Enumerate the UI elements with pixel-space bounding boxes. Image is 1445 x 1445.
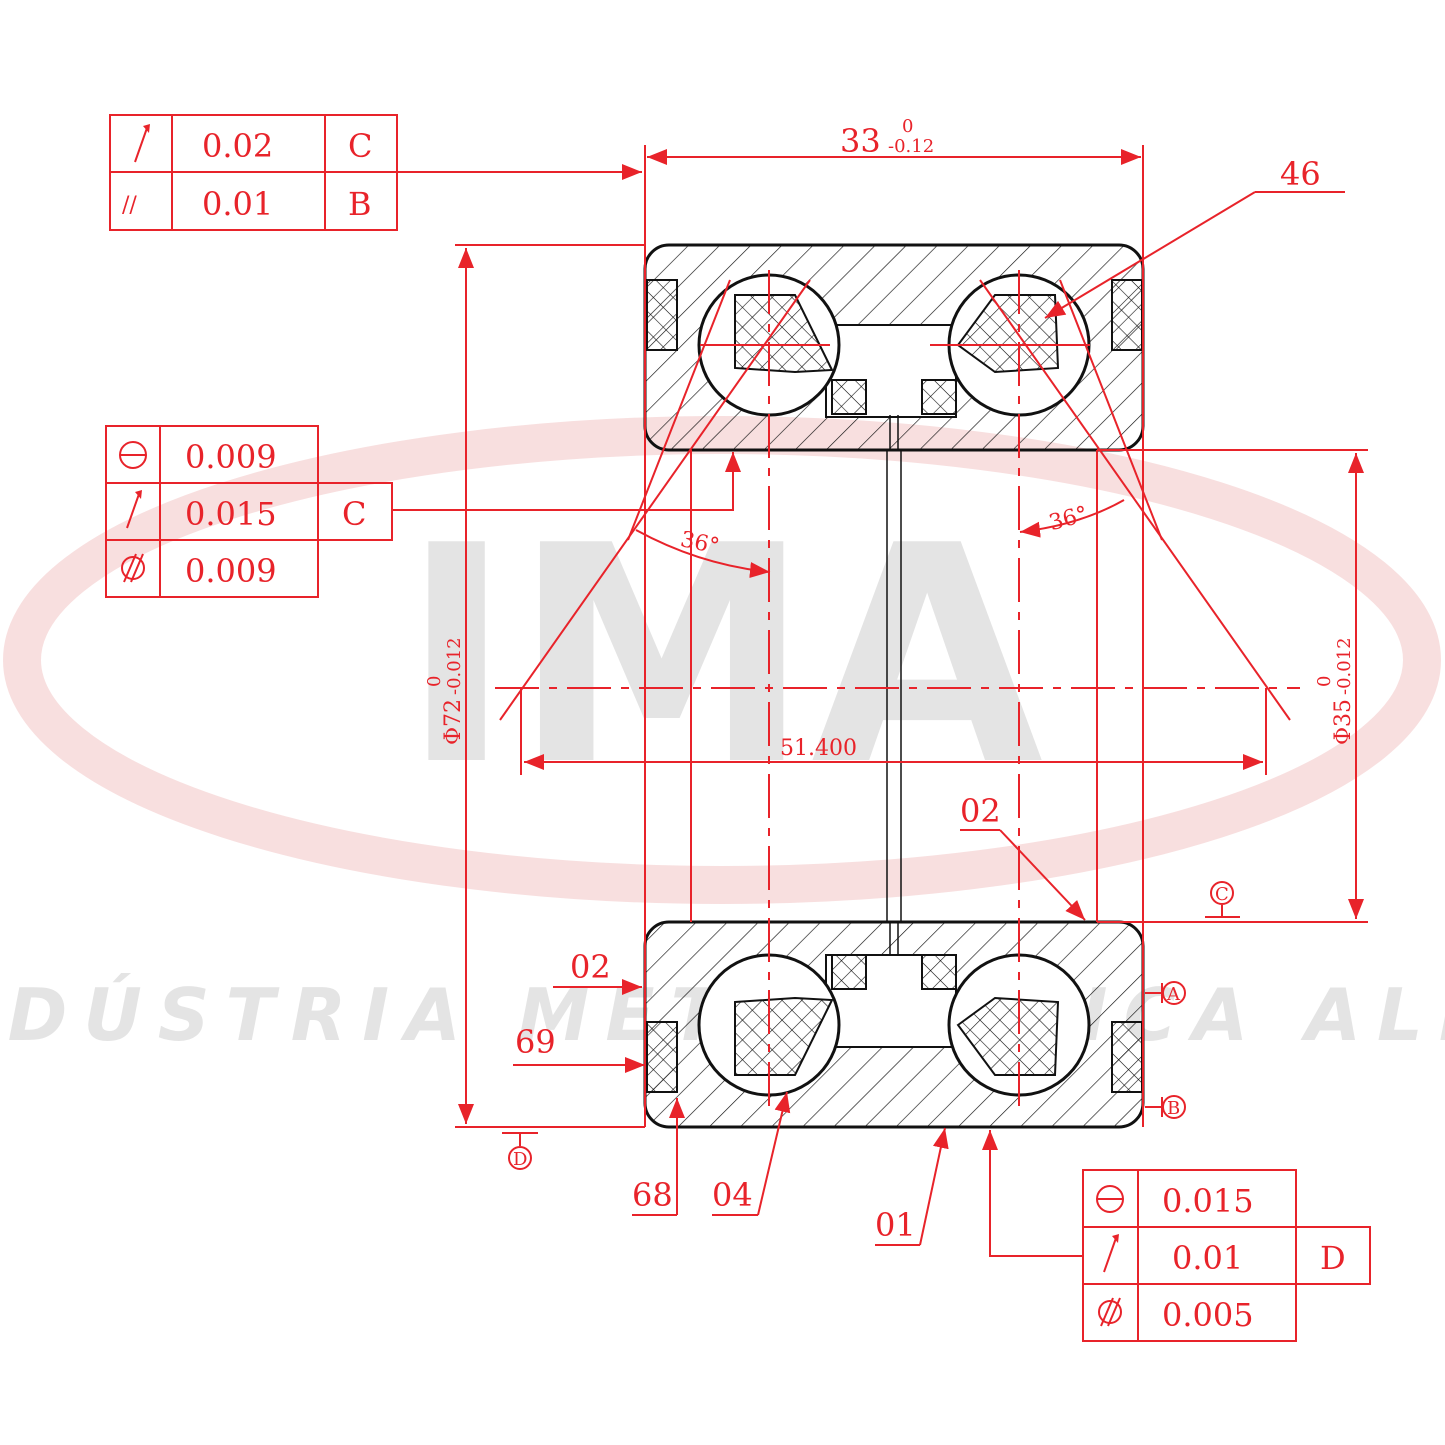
upper-right-seal [1111,279,1143,351]
fcf-left-value-1: 0.009 [185,438,277,476]
lower-right-seal [1111,1021,1143,1093]
fcf-left-value-2: 0.015 [185,495,277,533]
fcf-bottom-value-1: 0.015 [1162,1182,1254,1220]
fcf-bottom-datum-2: D [1320,1239,1346,1277]
part-labels: 46 02 02 69 68 04 01 [513,155,1345,1246]
fcf-bottom-value-3: 0.005 [1162,1296,1254,1334]
upper-left-cage-tab [831,379,867,415]
fcf-left-datum-2: C [342,495,366,533]
label-02-left: 02 [570,948,611,986]
runout-icon [134,124,150,163]
label-68: 68 [632,1176,673,1214]
lower-left-cage-tab [831,954,867,990]
roundness-icon [119,441,147,469]
fcf-top: // 0.02 C 0.01 B [109,114,642,231]
lower-left-cage [734,996,834,1076]
runout-icon [126,490,142,529]
roundness-icon [1096,1185,1124,1213]
parallelism-icon: // [122,193,137,218]
runout-icon [1103,1234,1119,1273]
svg-text:D: D [513,1149,527,1170]
lower-section [643,920,1145,1129]
lower-left-seal [646,1021,678,1093]
angle-right: 36° [1046,502,1090,536]
inner-dia-tol-upper: 0 [1314,676,1335,687]
dimensions: 33 0 -0.12 Φ72 0 -0.012 Φ35 0 -0.012 51.… [424,116,1368,1128]
lower-right-cage [956,996,1060,1076]
fcf-left-value-3: 0.009 [185,552,277,590]
fcf-bottom: 0.015 0.01 D 0.005 [982,1130,1371,1342]
inner-dia-dim: Φ35 [1331,699,1356,745]
label-02-right: 02 [960,792,1001,830]
upper-section [643,243,1145,452]
datum-b: B [1145,1095,1186,1119]
fcf-bottom-value-2: 0.01 [1172,1239,1243,1277]
cylindricity-icon [1098,1297,1122,1327]
label-04: 04 [712,1176,753,1214]
width-tol-lower: -0.12 [888,136,934,157]
outer-dia-tol-lower: -0.012 [444,637,465,695]
upper-right-cage [956,294,1060,374]
fcf-left: 0.009 0.015 C 0.009 [105,425,741,598]
lower-right-cage-tab [921,954,957,990]
logo-text: IMA [401,482,1046,831]
label-46: 46 [1280,155,1321,193]
label-69: 69 [515,1023,556,1061]
outer-dia-dim: Φ72 [441,699,466,745]
datum-d: D [502,1132,538,1170]
upper-left-seal [646,279,678,351]
width-tol-upper: 0 [902,116,913,137]
fcf-top-datum-1: C [348,127,372,165]
label-01: 01 [875,1206,916,1244]
datum-c: C [1205,881,1240,918]
width-dim: 33 [840,122,881,160]
fcf-top-datum-2: B [348,185,372,223]
datum-a: A [1145,981,1186,1005]
upper-right-cage-tab [921,379,957,415]
svg-text:A: A [1166,984,1181,1005]
fcf-top-value-1: 0.02 [202,127,273,165]
datum-symbols: A B C D [502,881,1240,1170]
svg-text:B: B [1167,1098,1180,1119]
outer-dia-tol-upper: 0 [424,676,445,687]
svg-text:C: C [1215,884,1229,905]
cylindricity-icon [121,553,145,583]
construction-lines [495,245,1300,1127]
pitch-dim: 51.400 [780,736,857,761]
fcf-top-value-2: 0.01 [202,185,273,223]
inner-dia-tol-lower: -0.012 [1334,637,1355,695]
